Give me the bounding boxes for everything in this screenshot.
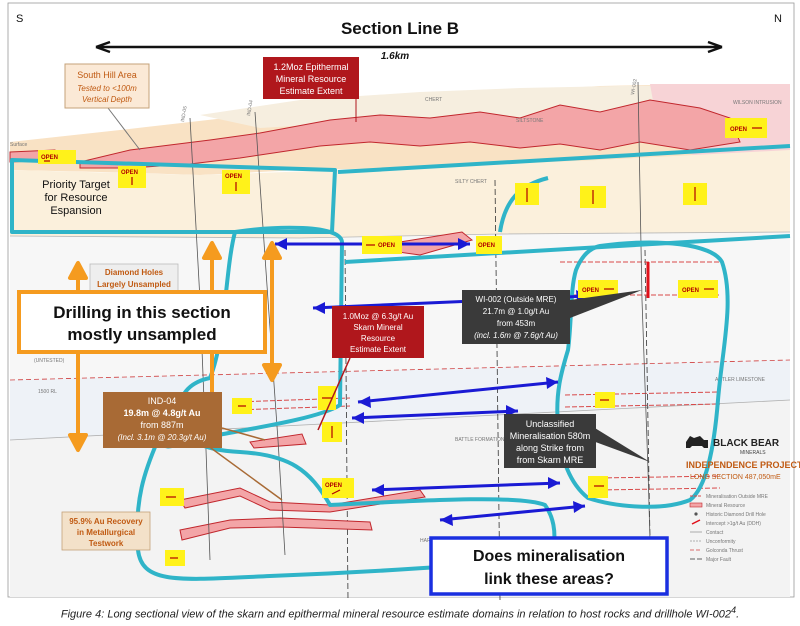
open-tag	[683, 183, 707, 205]
priority-target-text: Priority Target	[42, 179, 110, 191]
svg-text:OPEN: OPEN	[121, 170, 138, 176]
legend-item: Intercept >1g/t Au (DDH)	[706, 521, 761, 527]
wi002-text: WI-002 (Outside MRE)	[476, 295, 557, 304]
open-tag: OPEN	[118, 166, 146, 188]
skarn-text: Estimate Extent	[350, 345, 407, 354]
geology-label-chert: CHERT	[425, 97, 442, 103]
open-tag	[165, 550, 185, 566]
legend-item: Mineral Resource	[706, 503, 745, 509]
open-tag	[595, 392, 615, 408]
open-tag	[580, 186, 606, 208]
scale-label: 1.6km	[381, 51, 409, 62]
skarn-text: Skarn Mineral	[353, 323, 403, 332]
open-tag: OPEN	[678, 280, 718, 298]
drilling-unsampled-text: mostly unsampled	[67, 325, 216, 344]
geology-label-antler-limestone: ANTLER LIMESTONE	[715, 377, 766, 383]
section-title: Section Line B	[341, 19, 459, 38]
ind04-text: from 887m	[140, 420, 183, 430]
priority-target-text: Espansion	[50, 205, 101, 217]
open-tag: OPEN	[476, 236, 502, 254]
epithermal-text: 1.2Moz Epithermal	[273, 62, 348, 72]
svg-text:OPEN: OPEN	[325, 483, 342, 489]
svg-text:OPEN: OPEN	[478, 243, 495, 249]
geology-label-surface: Surface	[10, 142, 27, 148]
open-tag: OPEN	[362, 236, 402, 254]
south-hill-title: South Hill Area	[77, 70, 137, 80]
svg-text:OPEN: OPEN	[225, 174, 242, 180]
open-tag	[588, 476, 608, 498]
project-section: LONG SECTION 487,050mE	[690, 474, 781, 481]
legend-swatch	[690, 503, 702, 507]
open-tag: OPEN	[322, 478, 354, 498]
priority-target-text: for Resource	[45, 192, 108, 204]
ind04-text: 19.8m @ 4.8g/t Au	[124, 408, 201, 418]
epithermal-text: Estimate Extent	[279, 86, 343, 96]
open-tag	[160, 488, 184, 506]
logo-name: BLACK BEAR	[713, 438, 780, 449]
geology-label-siltstone: SILTSTONE	[516, 118, 544, 124]
ind04-text: (Incl. 3.1m @ 20.3g/t Au)	[118, 433, 207, 442]
svg-text:OPEN: OPEN	[41, 155, 58, 161]
open-tag	[322, 422, 342, 442]
legend-swatch	[694, 512, 697, 515]
wi002-text: (incl. 1.6m @ 7.6g/t Au)	[474, 331, 558, 340]
recovery-text: 95.9% Au Recovery	[69, 517, 143, 526]
svg-text:OPEN: OPEN	[582, 288, 599, 294]
geology-label-elev: 1500 RL	[38, 389, 57, 395]
ind04-text: IND-04	[148, 396, 177, 406]
caption-end: .	[736, 609, 739, 621]
open-tag: OPEN	[38, 150, 76, 164]
drilling-unsampled-text: Drilling in this section	[53, 303, 231, 322]
question-text: Does mineralisation	[473, 548, 625, 565]
logo-sub: MINERALS	[740, 450, 766, 456]
caption-text: Figure 4: Long sectional view of the ska…	[61, 609, 731, 621]
unclassified-text: along Strike from	[516, 443, 584, 453]
diamond-holes-text: Diamond Holes	[105, 268, 164, 277]
open-tag: OPEN	[222, 170, 250, 194]
skarn-text: Resource	[361, 334, 396, 343]
wi002-text: 21.7m @ 1.0g/t Au	[483, 307, 549, 316]
geology-label-silty-chert: SILTY CHERT	[455, 179, 487, 185]
svg-text:OPEN: OPEN	[682, 288, 699, 294]
skarn-text: 1.0Moz @ 6.3g/t Au	[343, 312, 413, 321]
unclassified-text: Unclassified	[526, 419, 575, 429]
open-tag	[232, 398, 252, 414]
compass-north: N	[774, 13, 782, 25]
open-tag	[318, 386, 336, 410]
question-text: link these areas?	[484, 571, 614, 588]
south-hill-sub: Vertical Depth	[82, 95, 133, 104]
svg-text:OPEN: OPEN	[730, 127, 747, 133]
epithermal-text: Mineral Resource	[276, 74, 347, 84]
legend-item: Mineralisation Outside MRE	[706, 494, 769, 500]
wi002-text: from 453m	[497, 319, 536, 328]
legend-item: Unconformity	[706, 539, 736, 545]
legend-item: Golconda Thrust	[706, 548, 743, 554]
diamond-holes-text: Largely Unsampled	[97, 280, 171, 289]
legend-item: Historic Diamond Drill Hole	[706, 512, 766, 518]
geology-label-wilson-intrusion: WILSON INTRUSION	[733, 100, 782, 106]
project-title: INDEPENDENCE PROJECT	[686, 460, 800, 470]
svg-text:OPEN: OPEN	[378, 243, 395, 249]
recovery-text: in Metallurgical	[77, 528, 135, 537]
section-diagram: IND-05 IND-04 WI-002 CHERT SILTSTONE SIL…	[0, 0, 800, 600]
legend-item: Contact	[706, 530, 724, 536]
open-tag: OPEN	[725, 118, 767, 138]
compass-south: S	[16, 13, 23, 25]
unclassified-text: from Skarn MRE	[517, 455, 584, 465]
legend-item: Major Fault	[706, 557, 732, 563]
south-hill-sub: Tested to <100m	[77, 84, 137, 93]
figure-caption: Figure 4: Long sectional view of the ska…	[0, 600, 800, 621]
recovery-text: Testwork	[89, 539, 124, 548]
unclassified-text: Mineralisation 580m	[510, 431, 591, 441]
open-tag	[515, 183, 539, 205]
geology-label-untested: (UNTESTED)	[34, 358, 65, 364]
